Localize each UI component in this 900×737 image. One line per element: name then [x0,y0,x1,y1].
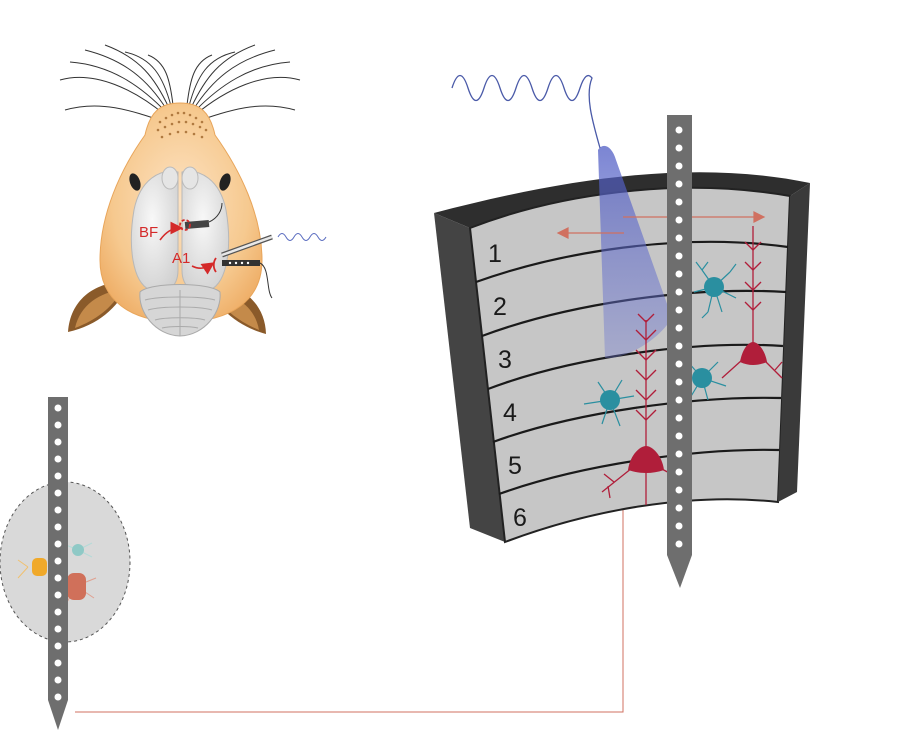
cortex-side-face [434,213,505,542]
cortical-probe-contacts [675,126,683,548]
bf-electrode [184,202,223,230]
layer-5-label: 5 [508,452,522,480]
pyramidal-neuron-l23 [721,226,783,379]
olfactory-bulb-left [161,166,179,190]
layer-4-label: 4 [503,399,517,427]
bf-probe-contacts [54,404,62,701]
cortex-right-edge [778,183,810,502]
interneuron-l2 [693,261,737,319]
small-sound-wave [277,233,327,241]
left-eye [129,173,141,191]
a1-electrode [222,260,273,299]
layer-2-label: 2 [493,293,507,321]
cerebellum [139,284,221,337]
whiskers [59,44,301,123]
a1-arrow [191,262,215,275]
basal-forebrain-recording [0,397,131,730]
left-ear-inner [75,290,122,328]
mouse-head: BF A1 [59,44,327,337]
whisker-pads [156,111,208,139]
sound-wave [451,74,601,149]
bf-neuron-teal [65,542,93,558]
bf-neuron-red [65,573,97,605]
right-eye [219,173,231,191]
interneuron-l4 [583,379,635,427]
bf-label: BF [139,224,158,241]
cortical-probe [667,115,692,588]
bf-arrow [159,221,184,241]
bf-probe [48,397,68,730]
cortex-block: 1 2 3 4 5 6 [434,172,810,544]
layer-3-label: 3 [498,346,512,374]
cortex-top-face [434,172,810,228]
layer-6-label: 6 [513,504,527,532]
light-cone [598,145,672,359]
layer-1-label: 1 [488,240,502,268]
a1-optic-fiber [221,234,273,258]
a1-label: A1 [172,250,190,267]
olfactory-bulb-right [181,166,199,190]
